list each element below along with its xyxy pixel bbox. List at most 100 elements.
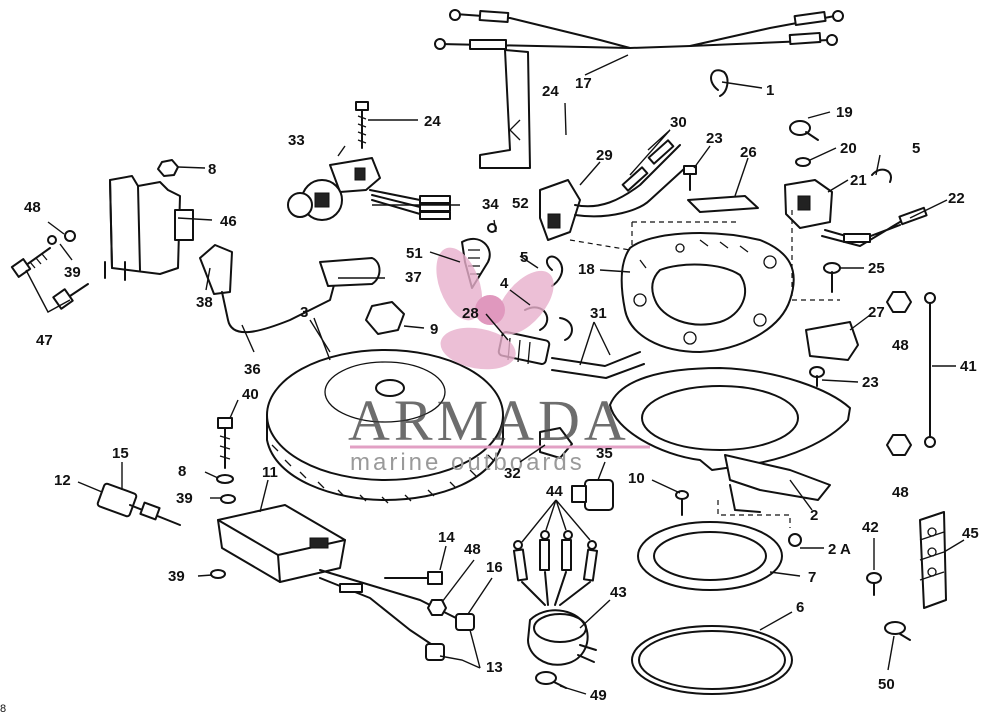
screw-23-top <box>683 165 697 191</box>
label-48-wire: 48 <box>464 541 481 558</box>
label-8-lower: 8 <box>178 463 186 480</box>
hose-31 <box>551 351 645 379</box>
label-21: 21 <box>850 172 867 189</box>
label-5-right: 5 <box>912 140 920 157</box>
label-40: 40 <box>242 386 259 403</box>
label-46: 46 <box>220 213 237 230</box>
sensor-33 <box>287 157 451 221</box>
label-17: 17 <box>575 75 592 92</box>
label-4: 4 <box>500 275 509 292</box>
screw-10 <box>675 490 689 516</box>
label-corner: 8 <box>0 703 6 715</box>
label-34: 34 <box>482 196 499 213</box>
label-24-mid: 24 <box>542 83 559 100</box>
link-rod-41 <box>924 292 936 448</box>
screw-25 <box>823 262 841 293</box>
label-37: 37 <box>405 269 422 286</box>
label-15: 15 <box>112 445 129 462</box>
washer-39-low <box>210 569 226 579</box>
bolt-47-lower <box>52 283 89 310</box>
connector-16 <box>455 613 475 631</box>
label-49: 49 <box>590 687 607 704</box>
label-23-right: 23 <box>862 374 879 391</box>
label-48-left: 48 <box>24 199 41 216</box>
sensor-29 <box>539 139 686 241</box>
plate-27 <box>805 321 859 361</box>
label-26: 26 <box>740 144 757 161</box>
label-41: 41 <box>960 358 977 375</box>
nut-9 <box>365 301 405 335</box>
terminal-14 <box>384 571 443 585</box>
screw-42 <box>866 572 882 596</box>
dashed-lines-18 <box>569 210 840 301</box>
screw-49 <box>535 671 567 689</box>
label-5-mid: 5 <box>520 249 528 266</box>
watermark-tagline: marine outboards <box>350 449 585 476</box>
watermark-brand: ARMADA <box>348 388 630 453</box>
label-36: 36 <box>244 361 261 378</box>
label-50: 50 <box>878 676 895 693</box>
label-38: 38 <box>196 294 213 311</box>
label-25: 25 <box>868 260 885 277</box>
label-11: 11 <box>262 464 278 481</box>
propeller-logo-icon <box>436 247 554 370</box>
rectifier-43 <box>527 609 597 666</box>
label-8-top: 8 <box>208 161 216 178</box>
washer-39-mid <box>220 494 236 504</box>
washer-20 <box>795 157 811 167</box>
label-9: 9 <box>430 321 438 338</box>
brand-watermark: ARMADA marine outboards <box>348 247 650 476</box>
connector-13 <box>425 643 445 661</box>
spring-5-small <box>546 255 564 287</box>
label-28: 28 <box>462 305 479 322</box>
terminal-block-45 <box>919 511 947 609</box>
label-39-low: 39 <box>168 568 185 585</box>
label-19: 19 <box>836 104 853 121</box>
wire-harness-17 <box>434 9 844 169</box>
nut-48-upper <box>886 291 912 313</box>
stator-plate-18 <box>620 232 795 353</box>
leader-lines <box>25 54 965 695</box>
leads-44 <box>512 530 599 606</box>
label-30: 30 <box>670 114 687 131</box>
label-31: 31 <box>590 305 607 322</box>
power-pack-11 <box>217 504 461 651</box>
label-39-mid: 39 <box>176 490 193 507</box>
label-3: 3 <box>300 304 308 321</box>
label-35: 35 <box>596 445 613 462</box>
label-33: 33 <box>288 132 305 149</box>
nut-8-top <box>157 159 179 177</box>
plug-15-12 <box>96 482 181 526</box>
label-45: 45 <box>962 525 979 542</box>
label-48-lower-right: 48 <box>892 484 909 501</box>
retainer-7 <box>637 521 783 591</box>
nut-48-lower <box>886 434 912 456</box>
label-47: 47 <box>36 332 53 349</box>
screw-24-left <box>355 101 369 149</box>
callout-labels: 17 1 24 24 33 34 8 46 48 39 47 38 37 36 … <box>0 75 979 715</box>
label-51: 51 <box>406 245 423 262</box>
screw-23-right <box>809 366 825 387</box>
label-42: 42 <box>862 519 879 536</box>
plate-26 <box>687 195 759 213</box>
clip-1 <box>710 69 729 97</box>
ring-6 <box>631 625 793 695</box>
label-2a: 2 A <box>828 541 851 558</box>
screw-2a <box>788 533 802 547</box>
bolt-47-upper <box>10 230 76 278</box>
label-52: 52 <box>512 195 529 212</box>
label-13: 13 <box>486 659 503 676</box>
label-12: 12 <box>54 472 71 489</box>
label-22: 22 <box>948 190 965 207</box>
label-23-top: 23 <box>706 130 723 147</box>
label-2: 2 <box>810 507 818 524</box>
label-6: 6 <box>796 599 804 616</box>
label-10: 10 <box>628 470 645 487</box>
bolt-40 <box>217 417 233 469</box>
washer-8-lower <box>216 474 234 484</box>
label-27: 27 <box>868 304 885 321</box>
sensor-21 <box>784 179 928 247</box>
screw-50 <box>884 621 911 641</box>
label-39-left: 39 <box>64 264 81 281</box>
